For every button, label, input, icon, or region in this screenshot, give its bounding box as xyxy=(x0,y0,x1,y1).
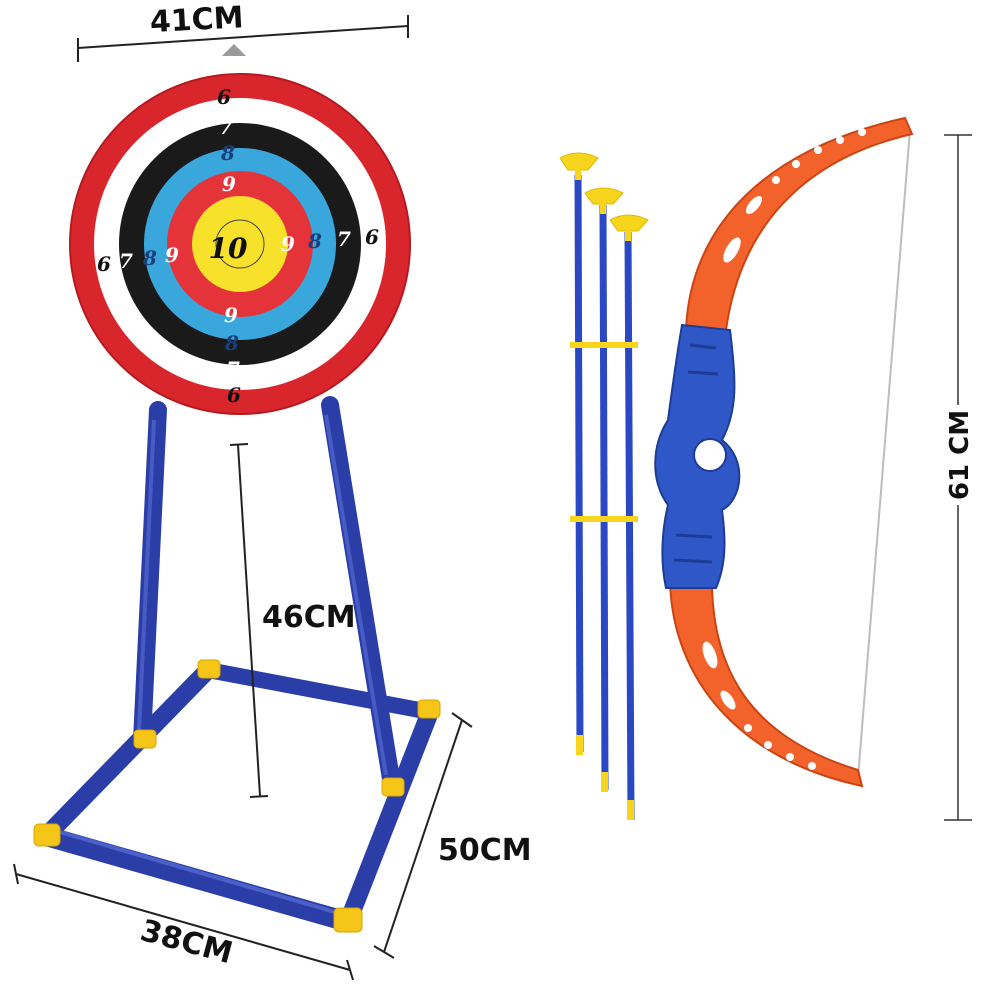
bow xyxy=(654,116,914,788)
base-depth-dimension: 50CM xyxy=(373,712,532,959)
target-width-label: 41CM xyxy=(149,0,244,40)
ring-9-right: 9 xyxy=(281,232,295,256)
arrow-1 xyxy=(559,152,599,755)
ring-8-top: 8 xyxy=(220,141,235,165)
bow-lower-limb xyxy=(668,579,864,788)
arrows xyxy=(559,152,649,821)
arrow-2 xyxy=(584,187,624,792)
limb-holes-upper xyxy=(723,128,866,263)
ring-6-bottom: 6 xyxy=(227,383,241,407)
ring-8-left: 8 xyxy=(142,246,157,270)
bow-height-dimension: 61 CM xyxy=(944,134,975,821)
stand-frame xyxy=(33,396,441,933)
ring-9-bottom: 9 xyxy=(224,303,238,327)
ring-7-bottom: 7 xyxy=(226,357,240,381)
arrow-3 xyxy=(609,214,649,821)
stand-height-dimension: 46CM xyxy=(229,443,356,798)
base-depth-label: 50CM xyxy=(438,833,532,868)
arrow-holder-top xyxy=(570,342,638,348)
ring-9-left: 9 xyxy=(165,243,179,267)
ring-9-top: 9 xyxy=(222,172,236,196)
base-width-label: 38CM xyxy=(137,913,236,971)
target-ring-labels: 6 7 8 9 10 9 8 7 6 6 7 8 9 9 8 7 6 xyxy=(97,85,379,407)
ring-7-top: 7 xyxy=(219,115,233,139)
limb-holes-lower xyxy=(702,641,816,770)
ring-7-right: 7 xyxy=(337,227,351,251)
ring-8-bottom: 8 xyxy=(224,331,239,355)
ring-6-top: 6 xyxy=(217,85,231,109)
arrow-holder-bottom xyxy=(570,516,638,522)
ring-7-left: 7 xyxy=(119,249,133,273)
stand-height-label: 46CM xyxy=(262,600,356,635)
ring-10-center: 10 xyxy=(209,232,248,265)
ring-6-right: 6 xyxy=(365,225,379,249)
bow-height-label: 61 CM xyxy=(945,410,975,500)
joint-connectors xyxy=(33,659,441,933)
target-width-dimension: 41CM xyxy=(77,0,409,62)
bowstring xyxy=(857,129,911,779)
archery-target: 6 7 8 9 10 9 8 7 6 6 7 8 9 9 8 7 6 xyxy=(69,44,411,415)
bow-upper-limb xyxy=(684,116,914,331)
ring-6-left: 6 xyxy=(97,252,111,276)
ring-8-right: 8 xyxy=(307,229,322,253)
bow-grip-hole xyxy=(693,438,727,472)
